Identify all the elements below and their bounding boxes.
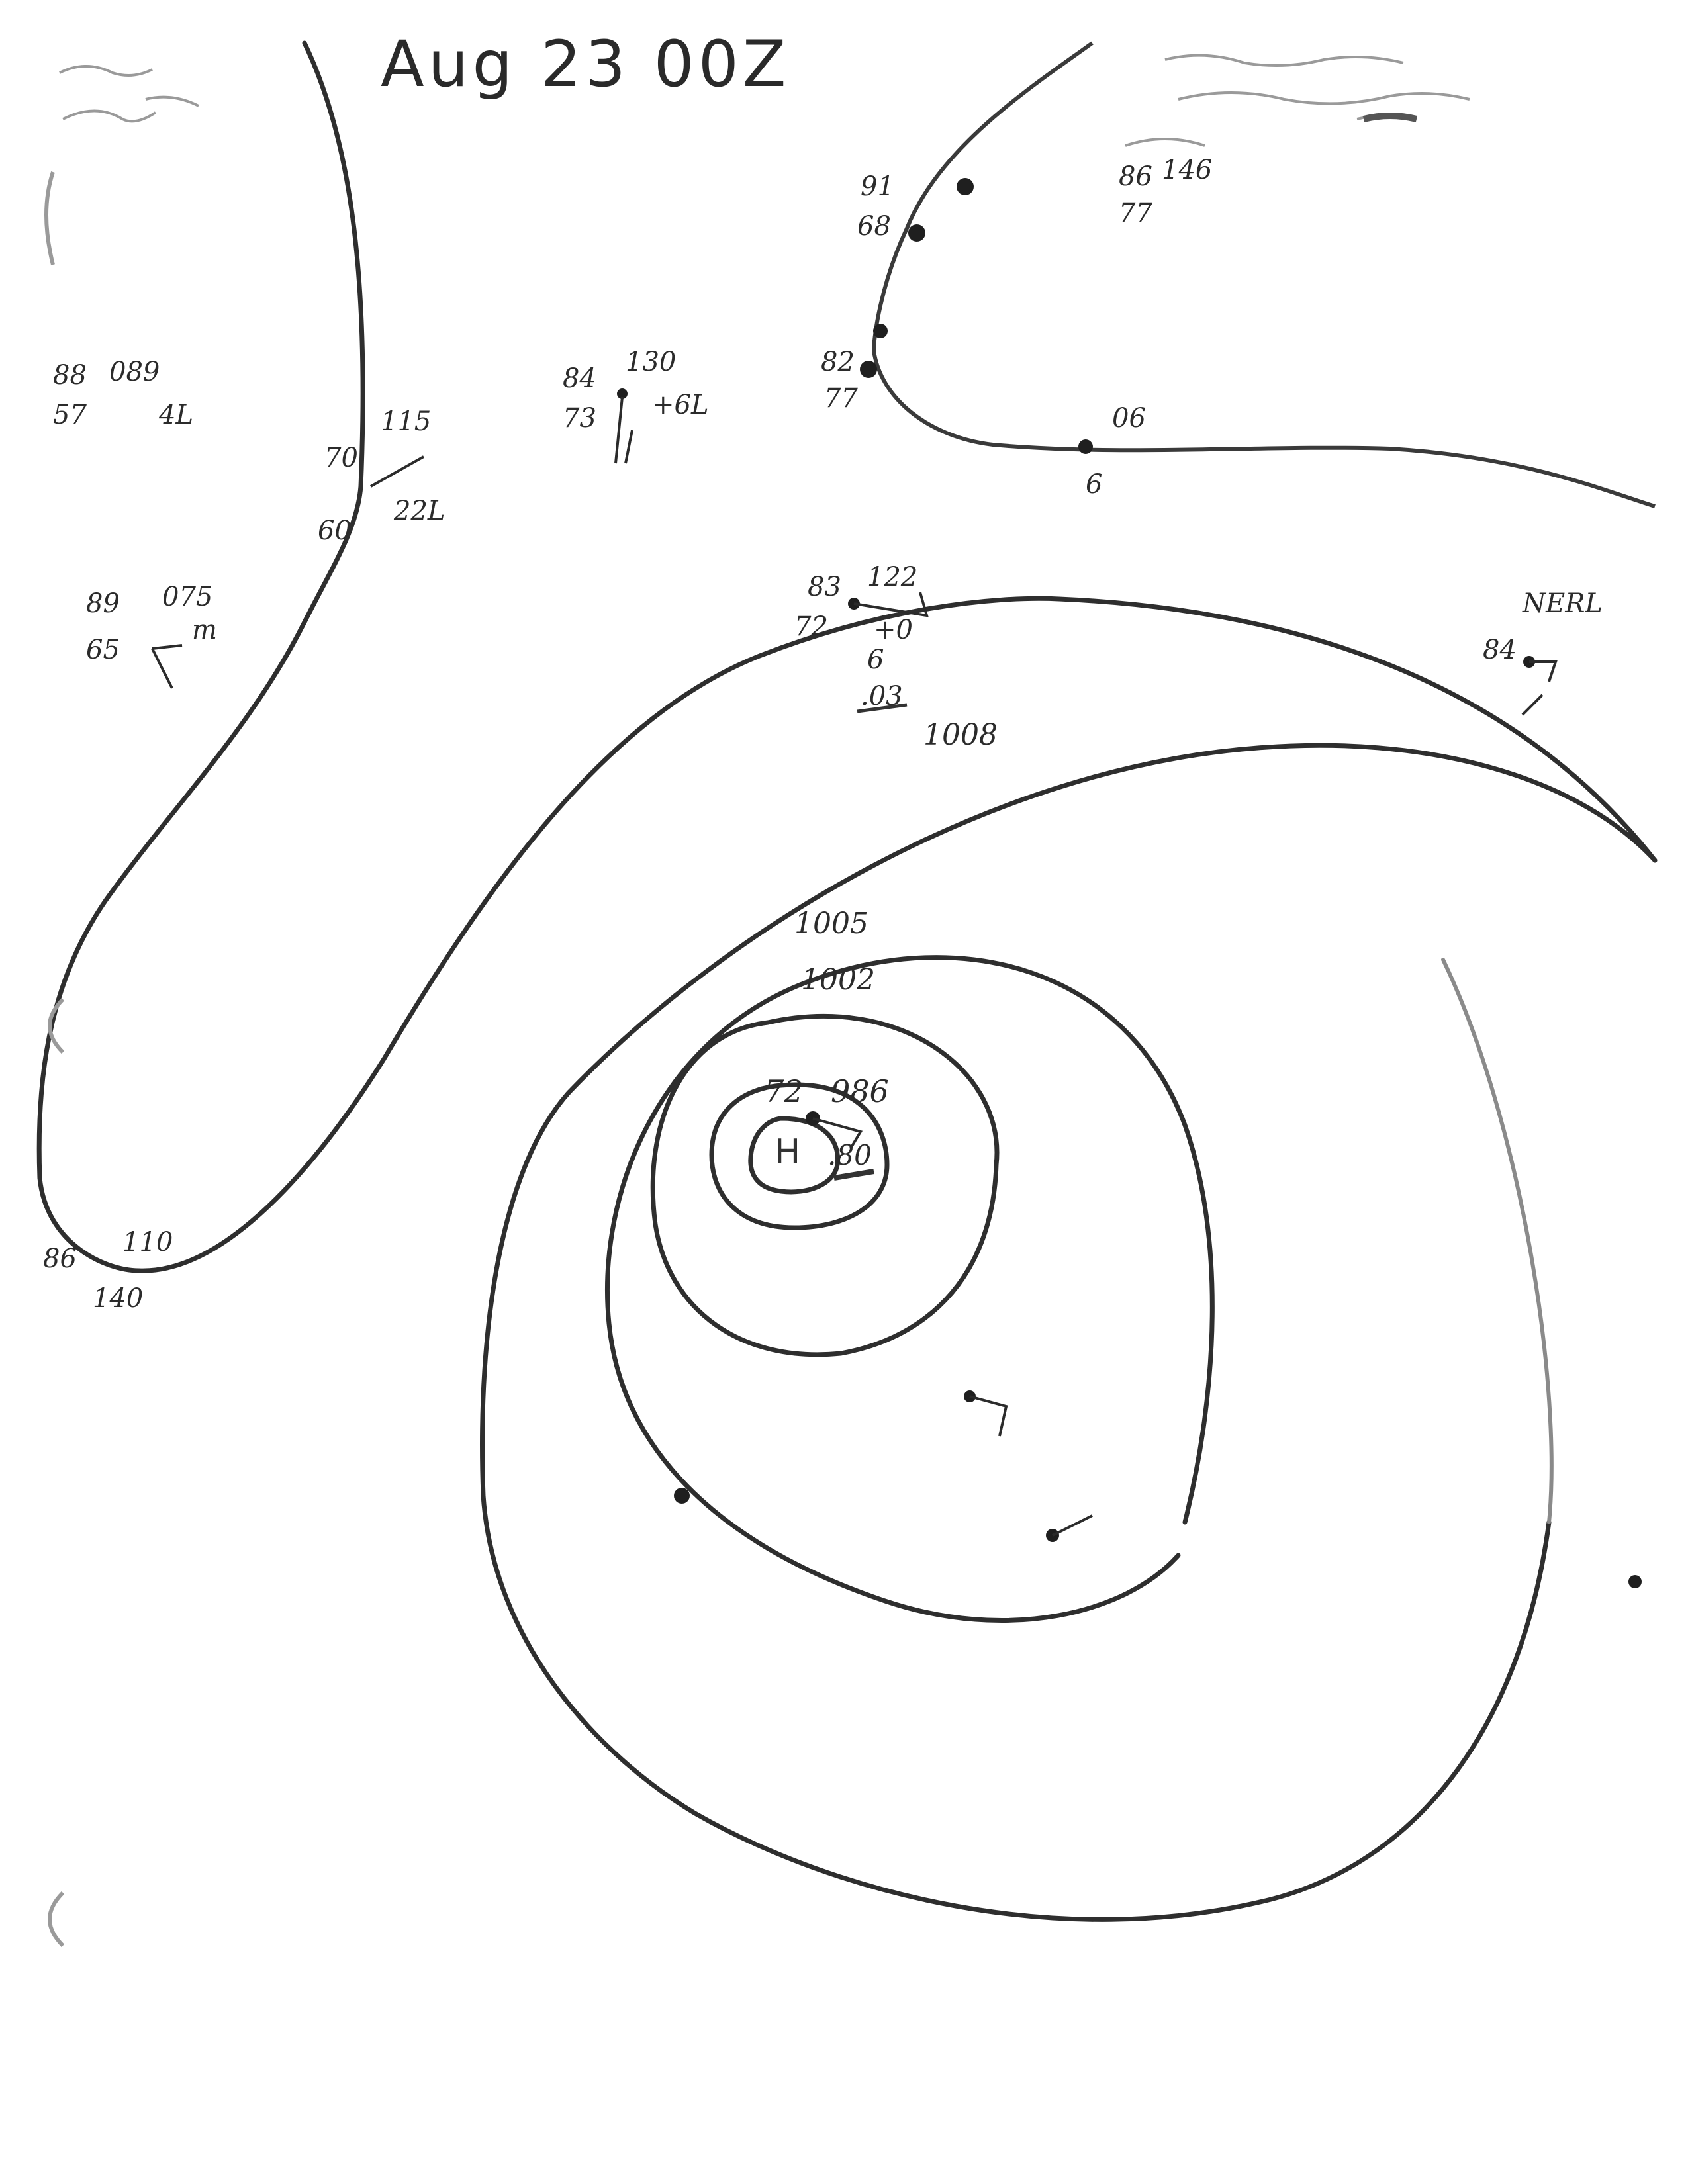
center-temp: 72 [765, 1073, 804, 1109]
svg-text:73: 73 [563, 403, 596, 433]
svg-text:+6L: +6L [652, 390, 709, 420]
station-plot-east: NERL 84 [1483, 588, 1603, 716]
station-plot-northeast: 86 146 77 [1119, 155, 1212, 228]
svg-text:NERL: NERL [1522, 588, 1603, 619]
svg-text:86: 86 [43, 1244, 77, 1274]
station-plot-southwest: 86 110 140 [43, 1227, 173, 1314]
center-pressure: 986 [831, 1073, 889, 1109]
isobar-label-1005: 1005 [794, 907, 868, 940]
faint-top-left-notes [44, 65, 199, 265]
svg-text:146: 146 [1162, 155, 1212, 185]
faint-edge-marks [48, 997, 65, 1948]
svg-text:86: 86 [1119, 161, 1152, 192]
station-plot-front-2: 82 77 [821, 347, 858, 414]
svg-text:68: 68 [857, 211, 891, 242]
svg-text:22L: 22L [393, 496, 445, 526]
map-title: Aug 23 00Z [381, 27, 790, 101]
wind-barb [812, 1117, 863, 1150]
isobar-1005 [605, 955, 1215, 1623]
scattered-stations [674, 1390, 1642, 1588]
svg-text:06: 06 [1112, 403, 1146, 433]
svg-text:+0: +0 [874, 615, 913, 645]
svg-text:122: 122 [867, 562, 917, 592]
svg-text:84: 84 [563, 363, 596, 394]
isobar-label-1002: 1002 [801, 963, 875, 997]
isobar-1002 [650, 1014, 1000, 1357]
svg-text:72: 72 [794, 612, 828, 642]
svg-text:65: 65 [86, 635, 120, 665]
station-plot-north-central: 84 130 73 +6L [563, 347, 709, 464]
center-extra: .80 [827, 1139, 872, 1171]
isobar-label-1008: 1008 [923, 718, 998, 752]
svg-text:6: 6 [867, 645, 884, 675]
svg-text:91: 91 [861, 171, 894, 202]
svg-text:83: 83 [808, 572, 841, 602]
svg-text:70: 70 [324, 443, 358, 473]
svg-text:84: 84 [1483, 635, 1517, 665]
front-line [871, 41, 1656, 508]
station-plot-north-of-hurricane: 83 122 72 +0 6 .03 [794, 562, 929, 713]
svg-text:6: 6 [1086, 469, 1102, 500]
hurricane-center-symbol: H [774, 1132, 800, 1172]
station-plot-west: 89 075 65 m [86, 582, 217, 689]
svg-text:110: 110 [122, 1227, 173, 1257]
svg-text:89: 89 [86, 588, 120, 619]
svg-text:115: 115 [381, 406, 431, 437]
svg-text:4L: 4L [158, 400, 193, 430]
front-markers [860, 178, 1093, 454]
isobar-999 [709, 1082, 890, 1230]
svg-text:77: 77 [824, 383, 858, 414]
station-plot-nw: 70 115 60 22L [318, 406, 445, 546]
svg-text:57: 57 [53, 400, 87, 430]
isobar-1008-faint [1441, 958, 1554, 1524]
svg-text:m: m [192, 615, 217, 645]
svg-text:130: 130 [626, 347, 676, 377]
isobar-1008 [480, 743, 1658, 1922]
svg-text:140: 140 [93, 1283, 143, 1314]
svg-text:88: 88 [53, 360, 87, 390]
svg-text:075: 075 [162, 582, 212, 612]
svg-text:77: 77 [1119, 198, 1152, 228]
svg-text:60: 60 [318, 516, 352, 546]
isobar-996 [748, 1116, 841, 1195]
svg-text:82: 82 [821, 347, 855, 377]
hurricane-center: 72 986 H .80 [765, 1073, 889, 1181]
station-plot-front-1: 91 68 [857, 171, 894, 242]
station-plot-far-west: 88 089 57 4L [53, 357, 193, 430]
station-plot-front-3: 06 6 [1086, 403, 1146, 500]
isobar-west-trough [36, 40, 1658, 1273]
faint-top-right-notes [1125, 54, 1470, 147]
svg-text:089: 089 [109, 357, 160, 387]
